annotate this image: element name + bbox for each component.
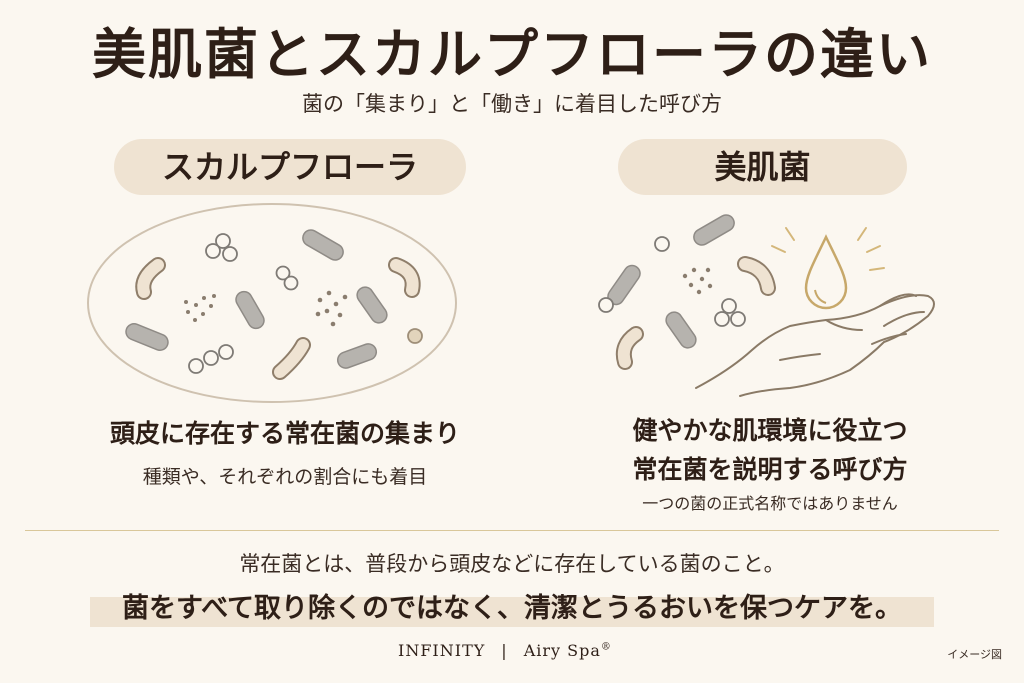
registered-mark: ®: [600, 641, 612, 653]
rod-bacteria-icon: [125, 229, 388, 369]
definition-note: 常在菌とは、普段から頭皮などに存在している菌のこと。: [239, 552, 785, 576]
divider: [25, 530, 999, 531]
scalp-flora-label: スカルプフローラ: [114, 139, 466, 195]
slogan-highlight: [90, 597, 934, 627]
cocci-cluster-icon: [188, 233, 423, 374]
dots-cluster-icon: [682, 267, 713, 295]
page-subtitle: 菌の「集まり」と「働き」に着目した呼び方: [302, 92, 722, 116]
page-title: 美肌菌とスカルプフローラの違い: [92, 22, 932, 86]
hand-icon: [695, 293, 935, 397]
slogan: 菌をすべて取り除くのではなく、清潔とうるおいを保つケアを。: [121, 593, 903, 624]
brand-name-infinity: INFINITY: [398, 641, 486, 660]
beauty-bacteria-illustration: [598, 214, 935, 397]
sparkle-icon: [771, 227, 885, 271]
brand-name-airy-spa: Airy Spa: [523, 641, 601, 660]
beauty-bacteria-caption-line1: 健やかな肌環境に役立つ: [632, 416, 908, 445]
cocci-cluster-icon: [598, 236, 746, 327]
curved-bacteria-icon: [135, 257, 421, 380]
scalp-flora-caption: 頭皮に存在する常在菌の集まり: [109, 419, 460, 448]
brand-footer: INFINITY | Airy Spa®: [398, 641, 612, 660]
rod-bacteria-icon: [607, 214, 735, 349]
scalp-flora-subcaption: 種類や、それぞれの割合にも着目: [142, 466, 428, 488]
beauty-bacteria-subcaption: 一つの菌の正式名称ではありません: [642, 494, 898, 513]
beauty-bacteria-label: 美肌菌: [618, 139, 907, 195]
beauty-bacteria-caption-line2: 常在菌を説明する呼び方: [632, 455, 908, 484]
image-note: イメージ図: [947, 648, 1002, 661]
curved-bacteria-icon: [615, 256, 776, 370]
droplet-icon: [804, 234, 848, 310]
scalp-flora-illustration: [87, 203, 457, 403]
dots-cluster-icon: [184, 290, 348, 327]
brand-separator: |: [501, 641, 508, 660]
